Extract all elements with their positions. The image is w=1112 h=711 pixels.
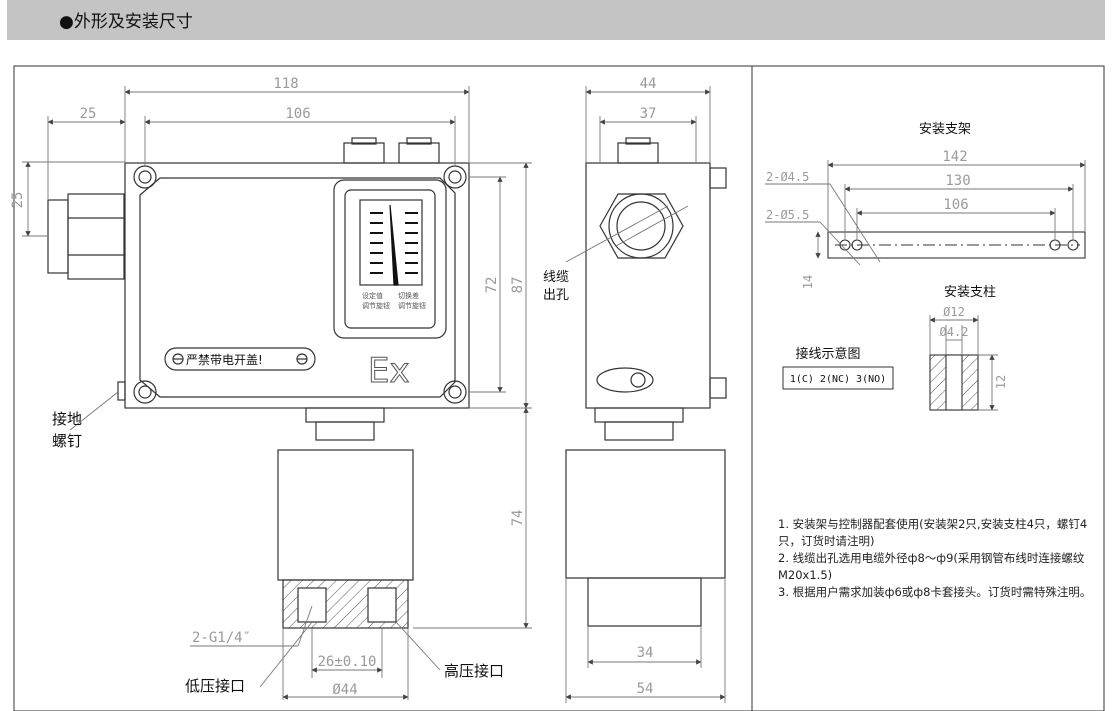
dim-side-width-total: 44 [640, 76, 657, 92]
post-title: 安装支柱 [944, 285, 996, 300]
side-ground-lug [596, 367, 654, 393]
front-dimension-lines [22, 86, 532, 700]
header-bar: ●外形及安装尺寸 [7, 0, 1105, 40]
dim-front-width-holes: 106 [285, 106, 310, 122]
dim-port-thread: 2-G1/4″ [192, 630, 251, 646]
dim-side-base-width: 54 [637, 681, 654, 697]
high-port-bore [367, 587, 397, 623]
notes: 1. 安装架与控制器配套使用(安装架2只,安装支柱4只，螺钉4只，订货时请注明)… [778, 516, 1108, 601]
dim-bracket-106: 106 [943, 197, 968, 213]
ex-mark: Ex [368, 351, 410, 391]
scale-label-left-1: 设定值 [362, 291, 383, 300]
side-tab-top [709, 167, 727, 189]
dim-bracket-142: 142 [942, 149, 967, 165]
bracket-title: 安装支架 [919, 122, 971, 137]
wiring-title: 接线示意图 [795, 346, 860, 362]
ground-screw [117, 381, 126, 401]
side-dimension-lines [565, 86, 726, 703]
post-dimension-lines [929, 315, 998, 411]
side-view [565, 137, 727, 627]
side-neck-lower [604, 421, 674, 441]
corner-screw-tl [133, 165, 157, 189]
bracket-dimension-lines [765, 160, 1086, 266]
scale-label-right-2: 调节旋钮 [398, 301, 426, 310]
dim-bracket-hole-45: 2-Ø4.5 [766, 170, 809, 184]
dim-front-width-total: 118 [273, 76, 298, 92]
label-low-pressure: 低压接口 [185, 677, 245, 695]
display-window-inner [344, 189, 436, 329]
side-sensor-body [565, 449, 726, 579]
label-ground-screw-1: 接地 [52, 410, 82, 428]
dim-gland-offset: 25 [80, 106, 97, 122]
dim-height-total: 87 [510, 277, 526, 294]
cable-outlet-inner [616, 201, 666, 251]
dim-gland-vertical: 25 [10, 192, 26, 209]
left-gland-body [67, 193, 125, 280]
dim-side-bottom-width: 34 [637, 645, 654, 661]
scale-pointer [389, 204, 399, 286]
corner-screw-tr [443, 165, 467, 189]
note-1: 1. 安装架与控制器配套使用(安装架2只,安装支柱4只，螺钉4只，订货时请注明) [778, 517, 1088, 548]
dim-bracket-130: 130 [945, 173, 970, 189]
side-tab-bottom [709, 377, 727, 399]
neck-upper [305, 407, 385, 423]
dim-post-outer: Ø12 [943, 305, 965, 319]
post-drawing [929, 354, 979, 411]
bracket-drawing [827, 231, 1086, 259]
dim-port-diameter: Ø44 [332, 682, 357, 698]
top-gland-right [398, 142, 440, 164]
label-high-pressure: 高压接口 [444, 662, 504, 680]
display-window-outer [333, 179, 447, 339]
note-3: 3. 根据用户需求加装ф6或ф8卡套接头。订货时需特殊注明。 [778, 585, 1092, 599]
label-cable-outlet-2: 出孔 [543, 288, 569, 303]
cable-outlet-outer [608, 193, 674, 259]
sensor-body [277, 449, 414, 581]
dim-side-width-inner: 37 [640, 106, 657, 122]
dim-bracket-hole-55: 2-Ø5.5 [766, 208, 809, 222]
neck-lower [315, 421, 375, 441]
note-2: 2. 线缆出孔选用电缆外径ф8～ф9(采用钢管布线时连接螺纹M20x1.5) [778, 551, 1085, 582]
warning-plate-text: 严禁带电开盖! [186, 353, 263, 367]
dim-sensor-height: 74 [510, 510, 526, 527]
wiring-box [782, 366, 894, 390]
front-view [47, 137, 470, 629]
dim-bracket-height: 14 [801, 275, 815, 289]
corner-screw-bl [133, 380, 157, 404]
cable-outlet-hex [599, 193, 684, 259]
wiring-text: 1(C) 2(NC) 3(NO) [790, 374, 886, 385]
drawing-frame [13, 65, 1105, 711]
top-gland-left [343, 142, 385, 164]
scale-marks [370, 212, 418, 274]
front-housing [124, 162, 470, 409]
scale-label-left-2: 调节旋钮 [362, 301, 390, 310]
dim-post-height: 12 [994, 375, 1008, 389]
post-bore [945, 354, 963, 411]
label-cable-outlet-1: 线缆 [543, 269, 569, 285]
side-neck-upper [594, 407, 684, 423]
label-ground-screw-2: 螺钉 [52, 432, 82, 450]
page-title: ●外形及安装尺寸 [59, 12, 193, 32]
dim-post-inner: Ø4.2 [940, 325, 969, 339]
scale-panel [359, 199, 423, 286]
warning-plate [164, 347, 316, 371]
corner-screw-br [443, 380, 467, 404]
left-gland-nut [47, 199, 69, 274]
side-port-block [587, 577, 702, 627]
dim-port-spacing: 26±0.10 [317, 654, 376, 670]
low-port-bore [297, 587, 327, 623]
side-top-gland [617, 142, 659, 164]
dim-height-holes: 72 [484, 277, 500, 294]
scale-label-right-1: 切换差 [398, 291, 419, 300]
bracket-body [827, 231, 1086, 259]
